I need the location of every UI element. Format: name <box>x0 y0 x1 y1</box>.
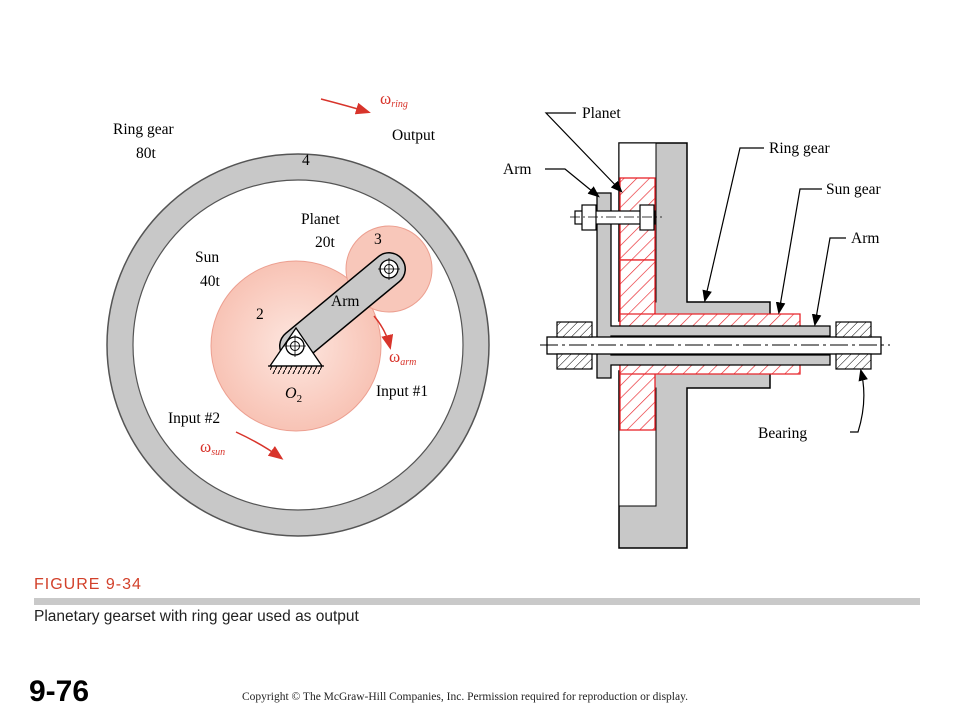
input2-label: Input #2 <box>168 410 220 427</box>
omega-ring-arrow <box>320 98 371 115</box>
arm-label: Arm <box>331 293 359 310</box>
section-planet-label: Planet <box>582 105 621 122</box>
bearing-left-top <box>556 321 593 338</box>
planet-label: Planet <box>301 211 340 228</box>
input1-label: Input #1 <box>376 383 428 400</box>
section-sun-gear-label: Sun gear <box>826 181 882 198</box>
sun-teeth: 40t <box>200 273 221 290</box>
leader-arm-left <box>545 168 600 198</box>
ring-number: 4 <box>302 152 310 169</box>
slide-number: 9-76 <box>29 675 90 708</box>
ring-gear-label: Ring gear <box>113 121 175 138</box>
planet-teeth: 20t <box>315 234 336 251</box>
figure-title: FIGURE 9-34 <box>34 576 142 593</box>
figure-divider <box>34 598 920 605</box>
o2-label: O2 <box>285 385 302 405</box>
ground-hatch <box>270 366 322 374</box>
sun-label: Sun <box>195 249 219 266</box>
figure-caption: Planetary gearset with ring gear used as… <box>34 608 359 625</box>
omega-sun-arrow <box>235 431 284 460</box>
arm-link-fill <box>280 253 405 362</box>
omega-sun-label: ωsun <box>200 437 225 458</box>
planet-bolt-head <box>639 204 655 231</box>
bearing-left-bottom <box>556 353 593 370</box>
planet-section-lower <box>619 365 656 431</box>
output-label: Output <box>392 127 436 144</box>
leader-planet <box>544 112 623 193</box>
section-arm-right-label: Arm <box>851 230 879 247</box>
ring-gear-teeth: 80t <box>136 145 157 162</box>
omega-ring-label: ωring <box>380 89 408 110</box>
bearing-right-top <box>835 321 872 338</box>
section-bearing-label: Bearing <box>758 425 807 442</box>
leader-bearing <box>850 368 868 433</box>
section-ring-gear-label: Ring gear <box>769 140 831 157</box>
ring-gear-housing <box>618 142 771 322</box>
leader-ring-gear <box>702 147 764 303</box>
leader-sun-gear <box>775 188 822 315</box>
copyright-notice: Copyright © The McGraw-Hill Companies, I… <box>242 691 688 703</box>
planet-number: 3 <box>374 231 382 248</box>
section-arm-left-label: Arm <box>503 161 531 178</box>
arm-section <box>596 192 831 379</box>
bearing-right-bottom <box>835 353 872 370</box>
section-view: Planet Arm Ring gear Sun gear Arm Bearin… <box>503 105 890 549</box>
front-view: Ring gear 80t 4 Output Planet 20t 3 Sun … <box>106 89 490 537</box>
leader-arm-right <box>811 237 846 327</box>
omega-arm-label: ωarm <box>389 347 416 368</box>
sun-number: 2 <box>256 306 264 323</box>
planet-bolt-nut-left <box>581 204 597 231</box>
omega-arm-arrow <box>373 315 394 350</box>
